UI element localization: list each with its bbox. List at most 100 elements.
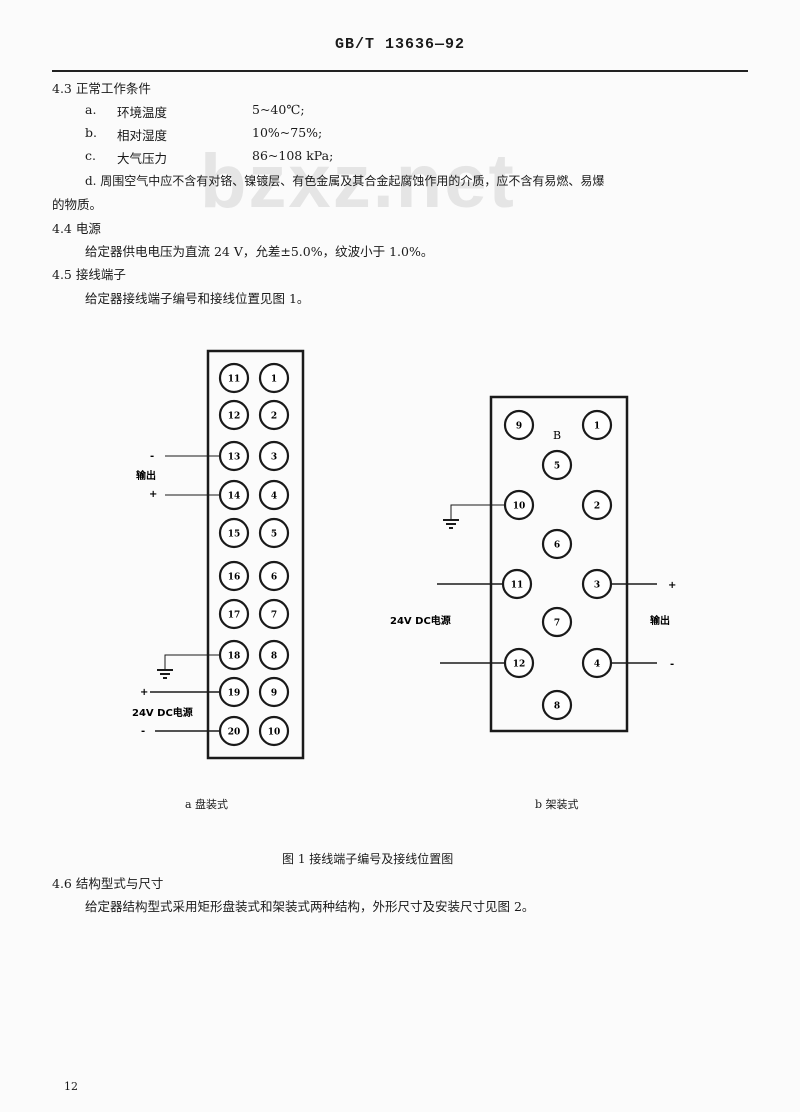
terminal-7 xyxy=(258,598,290,630)
terminal-number: 9 xyxy=(271,689,277,699)
terminal-number: 10 xyxy=(268,728,281,738)
section-4-3-title: 4.3 正常工作条件 xyxy=(52,81,151,96)
fig-b-plus-label: + xyxy=(668,580,676,591)
item-b-name: 相对湿度 xyxy=(117,128,168,143)
ground-icon xyxy=(443,519,459,529)
item-a-value: 5~40℃; xyxy=(252,102,305,117)
terminal-12 xyxy=(503,647,535,679)
terminal-1 xyxy=(258,362,290,394)
terminal-number: 12 xyxy=(228,412,241,422)
standard-number-header: GB/T 13636—92 xyxy=(334,36,466,53)
terminal-13 xyxy=(218,440,250,472)
watermark: bzxz.net xyxy=(200,139,516,224)
terminal-8 xyxy=(541,689,573,721)
terminal-number: 5 xyxy=(554,462,560,472)
item-d-text: d. 周围空气中应不含有对铬、镍镀层、有色金属及其合金起腐蚀作用的介质，应不含有… xyxy=(85,174,605,188)
terminal-number: 2 xyxy=(594,502,600,512)
terminal-11 xyxy=(218,362,250,394)
terminal-number: 3 xyxy=(594,581,600,591)
item-c-key: c. xyxy=(85,148,96,163)
terminal-20 xyxy=(218,715,250,747)
section-4-6-title: 4.6 结构型式与尺寸 xyxy=(52,876,164,891)
terminal-number: 2 xyxy=(271,412,277,422)
terminal-5 xyxy=(541,449,573,481)
terminal-number: 5 xyxy=(271,530,277,540)
fig-b-power-label: 24V DC电源 xyxy=(390,614,451,627)
terminal-number: 12 xyxy=(513,660,526,670)
wire-18-ground xyxy=(164,654,220,670)
terminal-number: 1 xyxy=(594,422,600,432)
item-a-key: a. xyxy=(85,102,97,117)
terminal-6 xyxy=(258,560,290,592)
figure-title: 图 1 接线端子编号及接线位置图 xyxy=(282,852,454,866)
terminal-18 xyxy=(218,639,250,671)
terminal-4 xyxy=(581,647,613,679)
fig-a-power-label: 24V DC电源 xyxy=(132,706,193,719)
fig-a-power-plus: + xyxy=(140,687,148,698)
fig-a-power-minus: - xyxy=(141,726,145,737)
terminal-4 xyxy=(258,479,290,511)
fig-b-output-label: 输出 xyxy=(650,614,670,627)
ground-icon xyxy=(157,669,173,679)
terminal-15 xyxy=(218,517,250,549)
terminal-number: 8 xyxy=(554,702,560,712)
section-4-6-body: 给定器结构型式采用矩形盘装式和架装式两种结构，外形尺寸及安装尺寸见图 2。 xyxy=(85,899,535,914)
page-number: 12 xyxy=(64,1080,78,1093)
terminal-19 xyxy=(218,676,250,708)
terminal-3 xyxy=(581,568,613,600)
header-rule xyxy=(52,70,748,72)
terminal-number: 9 xyxy=(516,422,522,432)
terminal-number: 8 xyxy=(271,652,277,662)
terminal-9 xyxy=(503,409,535,441)
section-4-4-title: 4.4 电源 xyxy=(52,221,101,236)
fig-a-output-label: 输出 xyxy=(136,469,156,482)
terminal-12 xyxy=(218,399,250,431)
section-4-5-body: 给定器接线端子编号和接线位置见图 1。 xyxy=(85,291,310,306)
panel-mount-body xyxy=(206,349,305,760)
terminal-number: 7 xyxy=(271,611,277,621)
item-d-text-cont: 的物质。 xyxy=(52,197,103,212)
fig-b-minus-label: - xyxy=(670,659,674,670)
terminal-number: 4 xyxy=(271,492,277,502)
terminal-2 xyxy=(581,489,613,521)
terminal-number: 19 xyxy=(228,689,241,699)
terminal-6 xyxy=(541,528,573,560)
terminal-2 xyxy=(258,399,290,431)
terminal-9 xyxy=(258,676,290,708)
fig-b-caption: b 架装式 xyxy=(535,798,579,811)
fig-a-caption: a 盘装式 xyxy=(185,798,229,811)
terminal-number: 7 xyxy=(554,619,560,629)
terminal-number: 1 xyxy=(271,375,277,385)
item-c-value: 86~108 kPa; xyxy=(252,148,334,163)
terminal-14 xyxy=(218,479,250,511)
terminal-number: 11 xyxy=(511,581,524,591)
fig-b-mark: B xyxy=(553,429,561,442)
item-b-key: b. xyxy=(85,125,97,140)
terminal-number: 17 xyxy=(228,611,241,621)
terminal-1 xyxy=(581,409,613,441)
rack-mount-body xyxy=(489,395,629,733)
terminal-16 xyxy=(218,560,250,592)
terminal-number: 6 xyxy=(554,541,560,551)
terminal-8 xyxy=(258,639,290,671)
terminal-10 xyxy=(258,715,290,747)
terminal-number: 4 xyxy=(594,660,600,670)
terminal-17 xyxy=(218,598,250,630)
terminal-number: 15 xyxy=(228,530,241,540)
terminal-number: 14 xyxy=(228,492,241,502)
terminal-number: 18 xyxy=(228,652,241,662)
terminal-number: 20 xyxy=(228,728,241,738)
terminal-11 xyxy=(501,568,533,600)
terminal-7 xyxy=(541,606,573,638)
terminal-number: 10 xyxy=(513,502,526,512)
item-b-value: 10%~75%; xyxy=(252,125,323,140)
terminal-number: 13 xyxy=(228,453,241,463)
terminal-number: 11 xyxy=(228,375,241,385)
item-c-name: 大气压力 xyxy=(117,151,168,166)
section-4-5-title: 4.5 接线端子 xyxy=(52,267,126,282)
fig-a-plus-label: + xyxy=(149,489,157,500)
terminal-3 xyxy=(258,440,290,472)
terminal-5 xyxy=(258,517,290,549)
